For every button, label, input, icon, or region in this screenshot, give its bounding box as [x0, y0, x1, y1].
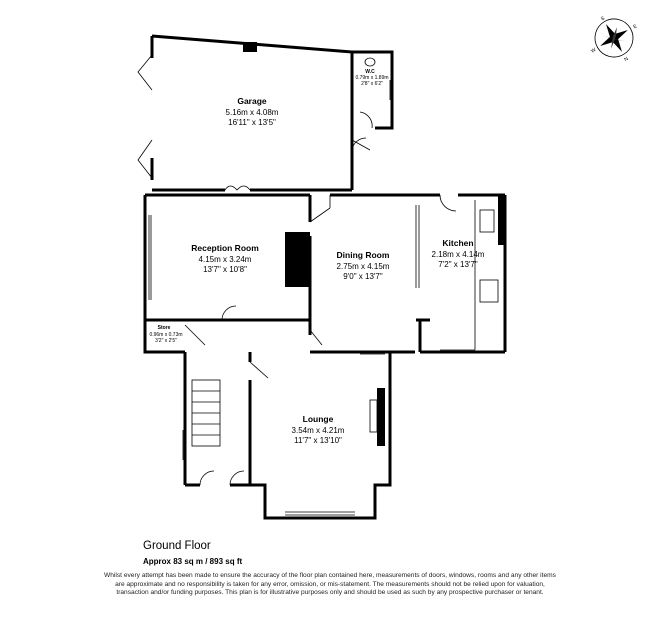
- room-imperial: 7'2" x 13'7": [438, 260, 478, 269]
- room-name: W.C: [365, 69, 375, 75]
- room-name: Lounge: [303, 414, 334, 424]
- svg-text:N: N: [623, 56, 629, 63]
- room-metric: 5.16m x 4.08m: [226, 108, 279, 117]
- room-store: Store 0.96m x 0.73m 3'2" x 2'5": [149, 325, 182, 344]
- svg-text:E: E: [632, 23, 638, 30]
- room-imperial: 2'8" x 6'2": [361, 81, 383, 87]
- svg-text:S: S: [600, 15, 606, 22]
- room-reception: Reception Room 4.15m x 3.24m 13'7" x 10'…: [191, 243, 259, 274]
- room-metric: 0.79m x 1.89m: [355, 75, 388, 81]
- room-metric: 2.75m x 4.15m: [337, 262, 390, 271]
- room-name: Kitchen: [442, 238, 473, 248]
- hall-walls: [182, 352, 250, 487]
- room-garage: Garage 5.16m x 4.08m 16'11" x 13'5": [226, 96, 279, 127]
- compass-rose-icon: S E N W: [590, 15, 639, 63]
- room-metric: 0.96m x 0.73m: [149, 332, 182, 338]
- room-imperial: 16'11" x 13'5": [228, 118, 276, 127]
- room-metric: 3.54m x 4.21m: [292, 426, 345, 435]
- room-kitchen: Kitchen 2.18m x 4.14m 7'2" x 13'7": [432, 238, 485, 269]
- room-metric: 4.15m x 3.24m: [199, 255, 252, 264]
- dining-walls: [308, 193, 430, 354]
- room-name: Reception Room: [191, 243, 259, 253]
- room-dining: Dining Room 2.75m x 4.15m 9'0" x 13'7": [337, 250, 390, 281]
- room-name: Dining Room: [337, 250, 390, 260]
- room-name: Store: [158, 325, 171, 331]
- room-lounge: Lounge 3.54m x 4.21m 11'7" x 13'10": [292, 414, 345, 445]
- room-imperial: 3'2" x 2'5": [155, 338, 177, 344]
- room-imperial: 11'7" x 13'10": [294, 436, 342, 445]
- svg-text:W: W: [590, 47, 597, 55]
- lounge-walls: [248, 352, 392, 520]
- room-imperial: 13'7" x 10'8": [203, 265, 247, 274]
- room-imperial: 9'0" x 13'7": [343, 272, 383, 281]
- floor-title: Ground Floor: [143, 540, 211, 552]
- kitchen-walls: [420, 193, 507, 354]
- wc-walls: [352, 50, 394, 130]
- room-wc: W.C 0.79m x 1.89m 2'8" x 6'2": [355, 69, 388, 87]
- floor-area: Approx 83 sq m / 893 sq ft: [143, 557, 243, 566]
- room-name: Garage: [237, 96, 267, 106]
- room-metric: 2.18m x 4.14m: [432, 250, 485, 259]
- disclaimer: Whilst every attempt has been made to en…: [104, 572, 556, 596]
- store-walls: [143, 320, 206, 354]
